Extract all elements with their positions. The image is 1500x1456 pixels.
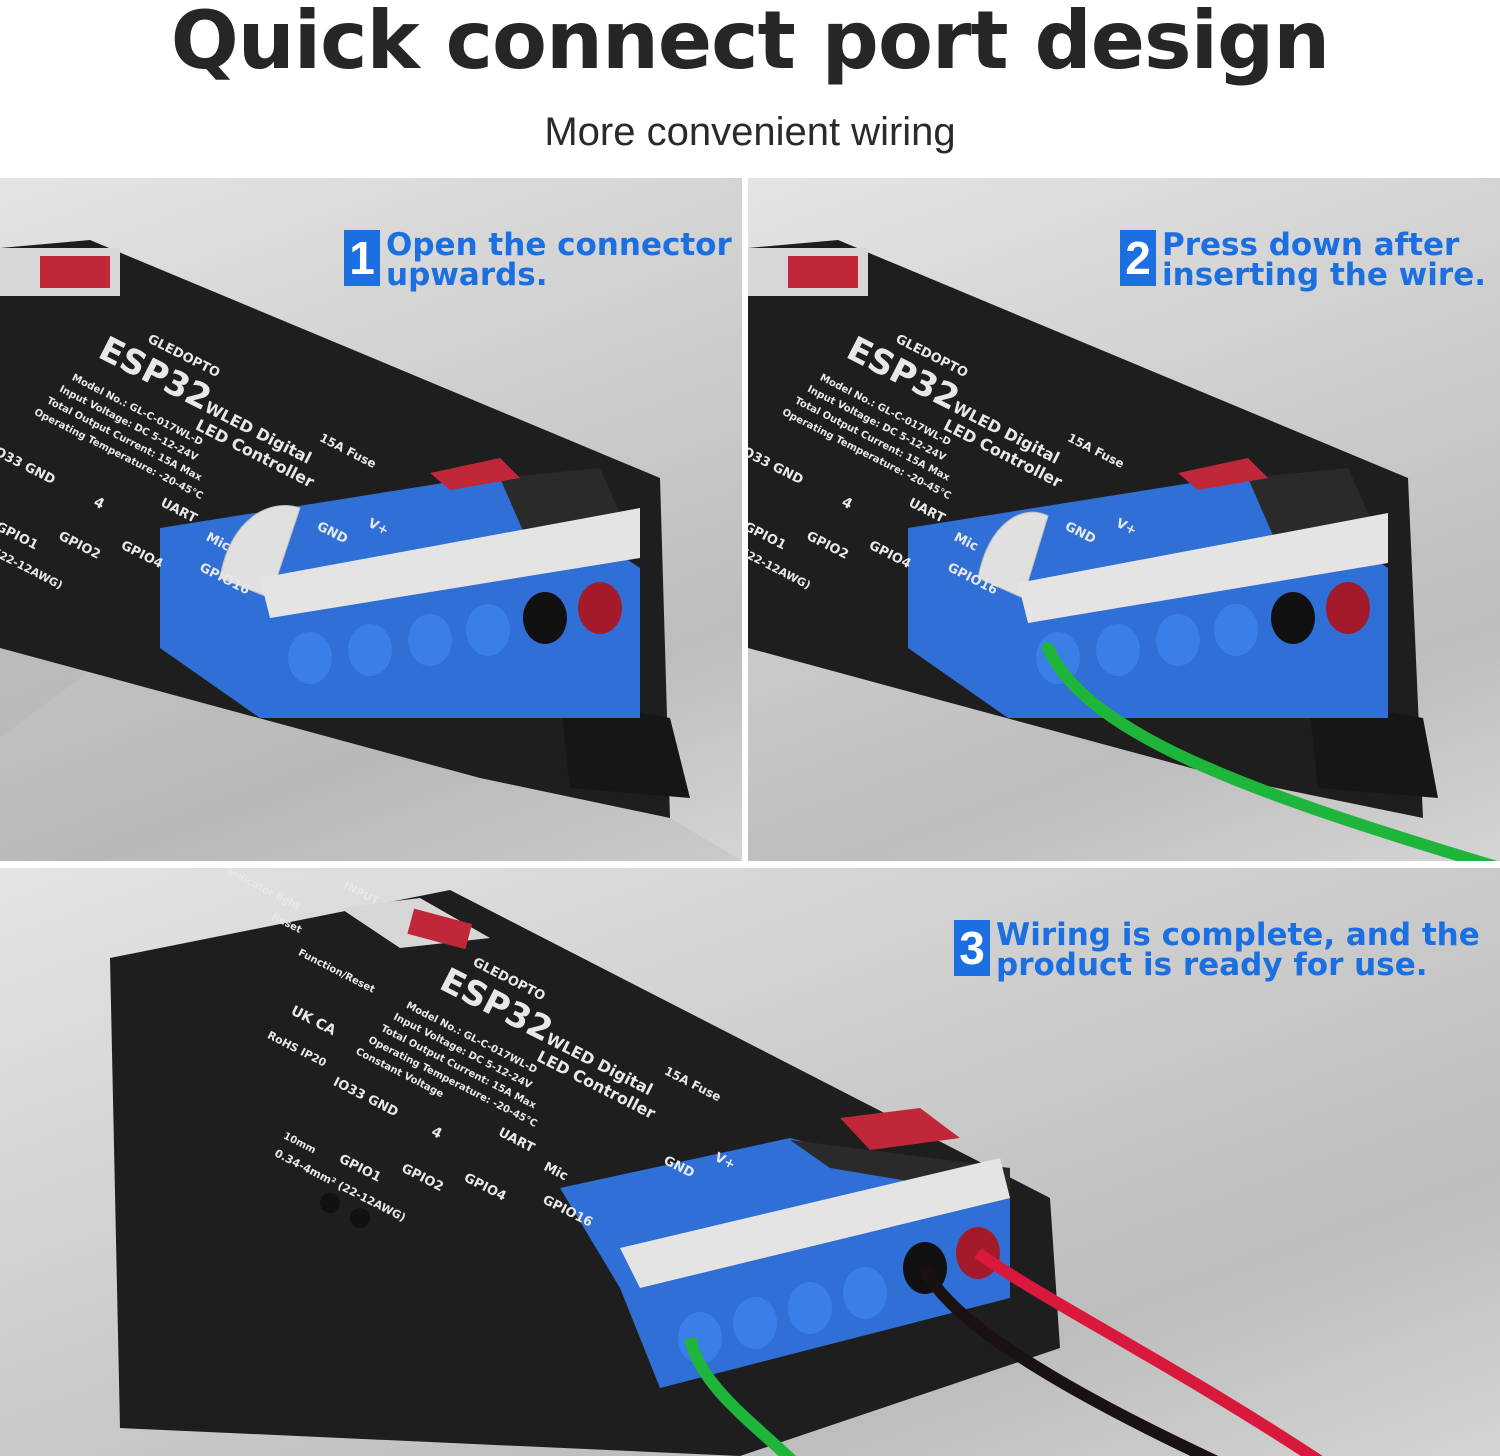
page-subtitle: More convenient wiring [544,110,956,154]
black-wire [919,1265,1219,1456]
step-2-panel: GLEDOPTO ESP32 WLED Digital LED Controll… [748,178,1500,861]
lever-closed [620,1158,1010,1288]
lever-half-open [977,511,1049,599]
page-title: Quick connect port design [170,0,1330,87]
step-number-badge: 2 [1120,230,1156,286]
controller-illustration-complete: GLEDOPTO ESP32 WLED Digital LED Controll… [110,868,1323,1456]
step-1-line-2: upwards. [386,257,548,293]
controller-illustration-insert: GLEDOPTO ESP32 WLED Digital LED Controll… [748,240,1498,861]
step-3-line-1: Wiring is complete, and the [996,917,1480,953]
step-2-caption: 2 Press down after inserting the wire. [1120,227,1487,293]
step-1-panel: GLEDOPTO ESP32 WLED Digital LED Controll… [0,178,742,861]
wire-ports [678,1267,887,1364]
step-3-panel: GLEDOPTO ESP32 WLED Digital LED Controll… [0,868,1500,1456]
wire-ports [288,604,510,684]
green-wire [1042,642,1498,861]
green-wire [684,1336,797,1456]
step-3-caption: 3 Wiring is complete, and the product is… [954,917,1480,983]
svg-text:INPUT: INPUT [341,879,381,908]
controller-illustration-open: GLEDOPTO ESP32 WLED Digital LED Controll… [0,240,742,861]
lever-open [219,505,301,599]
step-1-line-1: Open the connector [386,227,732,263]
step-1-caption: 1 Open the connector upwards. [344,227,732,293]
step-3-line-2: product is ready for use. [996,947,1428,983]
step-2-line-1: Press down after [1162,227,1460,263]
svg-text:Indicator light: Indicator light [225,868,302,913]
step-number-badge: 3 [954,920,990,976]
red-wire [974,1248,1323,1456]
step-2-line-2: inserting the wire. [1162,257,1487,293]
step-number-badge: 1 [344,230,380,286]
